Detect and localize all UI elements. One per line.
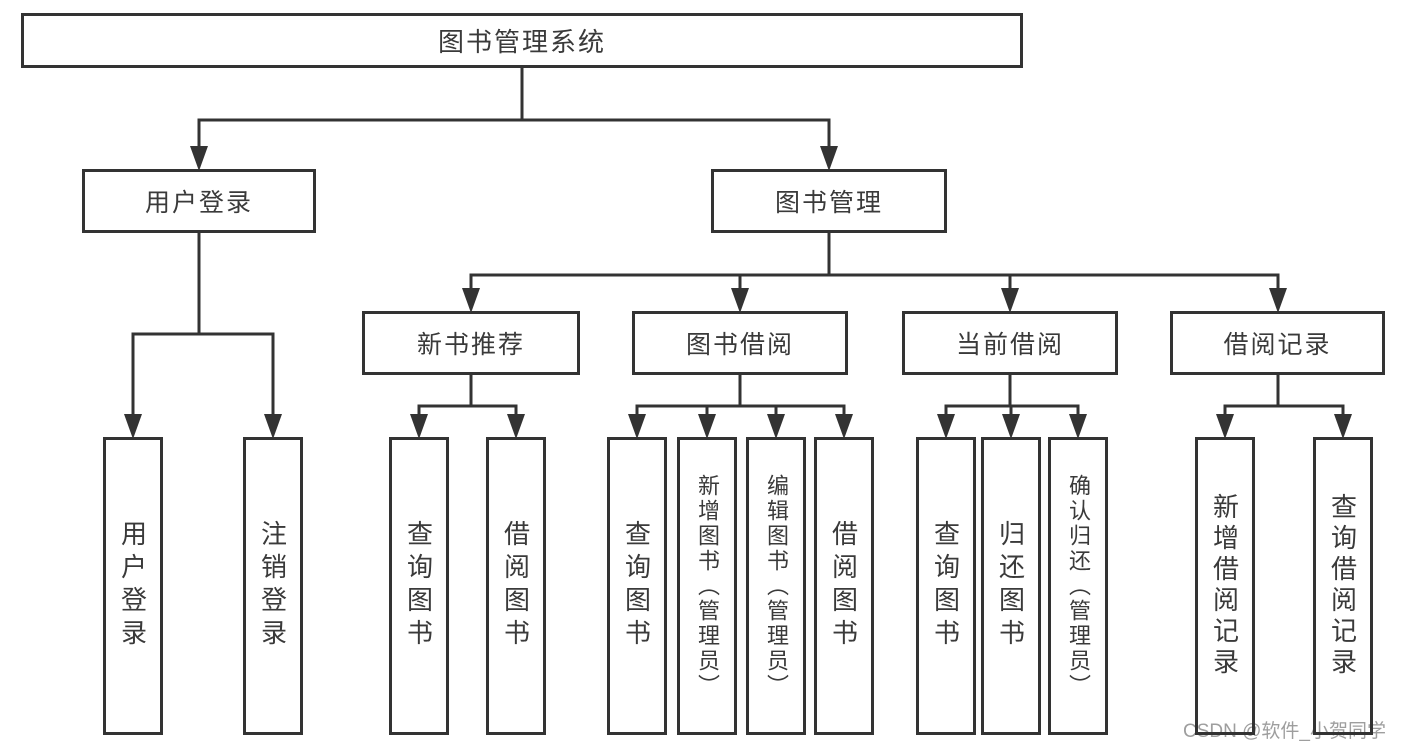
group-node-label: 当前借阅 (955, 331, 1064, 359)
group-node-label: 借阅记录 (1223, 331, 1332, 359)
leaf-node-query-borrow-record: 查询借阅记录 (1313, 437, 1373, 735)
group-node-book-borrowing: 图书借阅 (632, 311, 848, 375)
leaf-node-add-books-admin: 新增图书（管理员） (677, 437, 737, 735)
leaf-node-query-books: 查询图书 (916, 437, 976, 735)
leaf-node-label: 新增借阅记录 (1209, 493, 1240, 679)
leaf-node-label: 查询图书 (621, 520, 652, 652)
leaf-node-edit-books-admin: 编辑图书（管理员） (746, 437, 806, 735)
root-node-label: 图书管理系统 (437, 27, 606, 57)
group-node-label: 新书推荐 (416, 331, 525, 359)
leaf-node-label: 归还图书 (995, 520, 1026, 652)
leaf-node-label: 编辑图书（管理员） (764, 473, 789, 699)
leaf-node-label: 借阅图书 (500, 520, 531, 652)
leaf-node-label: 确认归还（管理员） (1066, 473, 1091, 699)
leaf-node-label: 查询图书 (930, 520, 961, 652)
root-node-library-management-system: 图书管理系统 (21, 13, 1023, 68)
leaf-node-label: 查询图书 (403, 520, 434, 652)
leaf-node-label: 新增图书（管理员） (695, 473, 720, 699)
branch-node-book-management: 图书管理 (711, 169, 947, 233)
leaf-node-label: 注销登录 (257, 520, 288, 652)
leaf-node-label: 借阅图书 (828, 520, 859, 652)
leaf-node-borrow-books: 借阅图书 (814, 437, 874, 735)
leaf-node-borrow-books: 借阅图书 (486, 437, 546, 735)
leaf-node-query-books: 查询图书 (607, 437, 667, 735)
arrowhead-icons (124, 146, 1352, 439)
leaf-node-query-books: 查询图书 (389, 437, 449, 735)
group-node-borrow-records: 借阅记录 (1170, 311, 1385, 375)
branch-node-user-login: 用户登录 (82, 169, 316, 233)
branch-node-label: 图书管理 (774, 189, 883, 217)
leaf-node-add-borrow-record: 新增借阅记录 (1195, 437, 1255, 735)
group-node-new-book-recommend: 新书推荐 (362, 311, 580, 375)
leaf-node-user-login: 用户登录 (103, 437, 163, 735)
group-node-label: 图书借阅 (685, 331, 794, 359)
leaf-node-return-books: 归还图书 (981, 437, 1041, 735)
csdn-watermark: CSDN @软件_小贺同学 (1183, 721, 1386, 742)
leaf-node-confirm-return-admin: 确认归还（管理员） (1048, 437, 1108, 735)
group-node-current-borrowing: 当前借阅 (902, 311, 1118, 375)
leaf-node-label: 查询借阅记录 (1327, 493, 1358, 679)
leaf-node-label: 用户登录 (117, 520, 148, 652)
branch-node-label: 用户登录 (144, 189, 253, 217)
leaf-node-logout: 注销登录 (243, 437, 303, 735)
